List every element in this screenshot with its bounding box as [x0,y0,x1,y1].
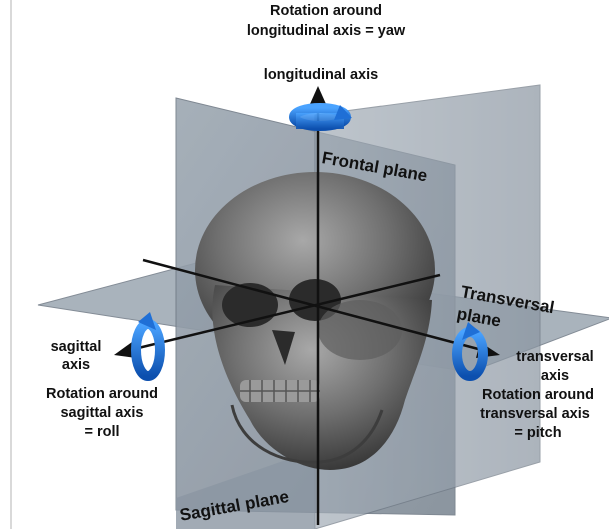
sagittal-axis-label-line1: sagittal [36,338,116,356]
yaw-caption-line2: longitudinal axis = yaw [216,22,436,40]
transversal-axis-label-line2: axis [505,367,605,385]
yaw-rotation-arrow-icon [294,105,352,129]
longitudinal-axis-arrowhead [310,86,326,104]
roll-caption-line3: = roll [22,423,182,441]
sagittal-axis-label-line2: axis [36,356,116,374]
pitch-caption-line1: Rotation around [463,386,609,404]
transversal-axis-label-line1: transversal [505,348,605,366]
roll-caption-line1: Rotation around [22,385,182,403]
yaw-caption-line1: Rotation around [236,2,416,20]
pitch-caption-line3: = pitch [463,424,609,442]
pitch-caption-line2: transversal axis [460,405,609,423]
roll-caption-line2: sagittal axis [22,404,182,422]
longitudinal-axis-label: longitudinal axis [236,66,406,84]
